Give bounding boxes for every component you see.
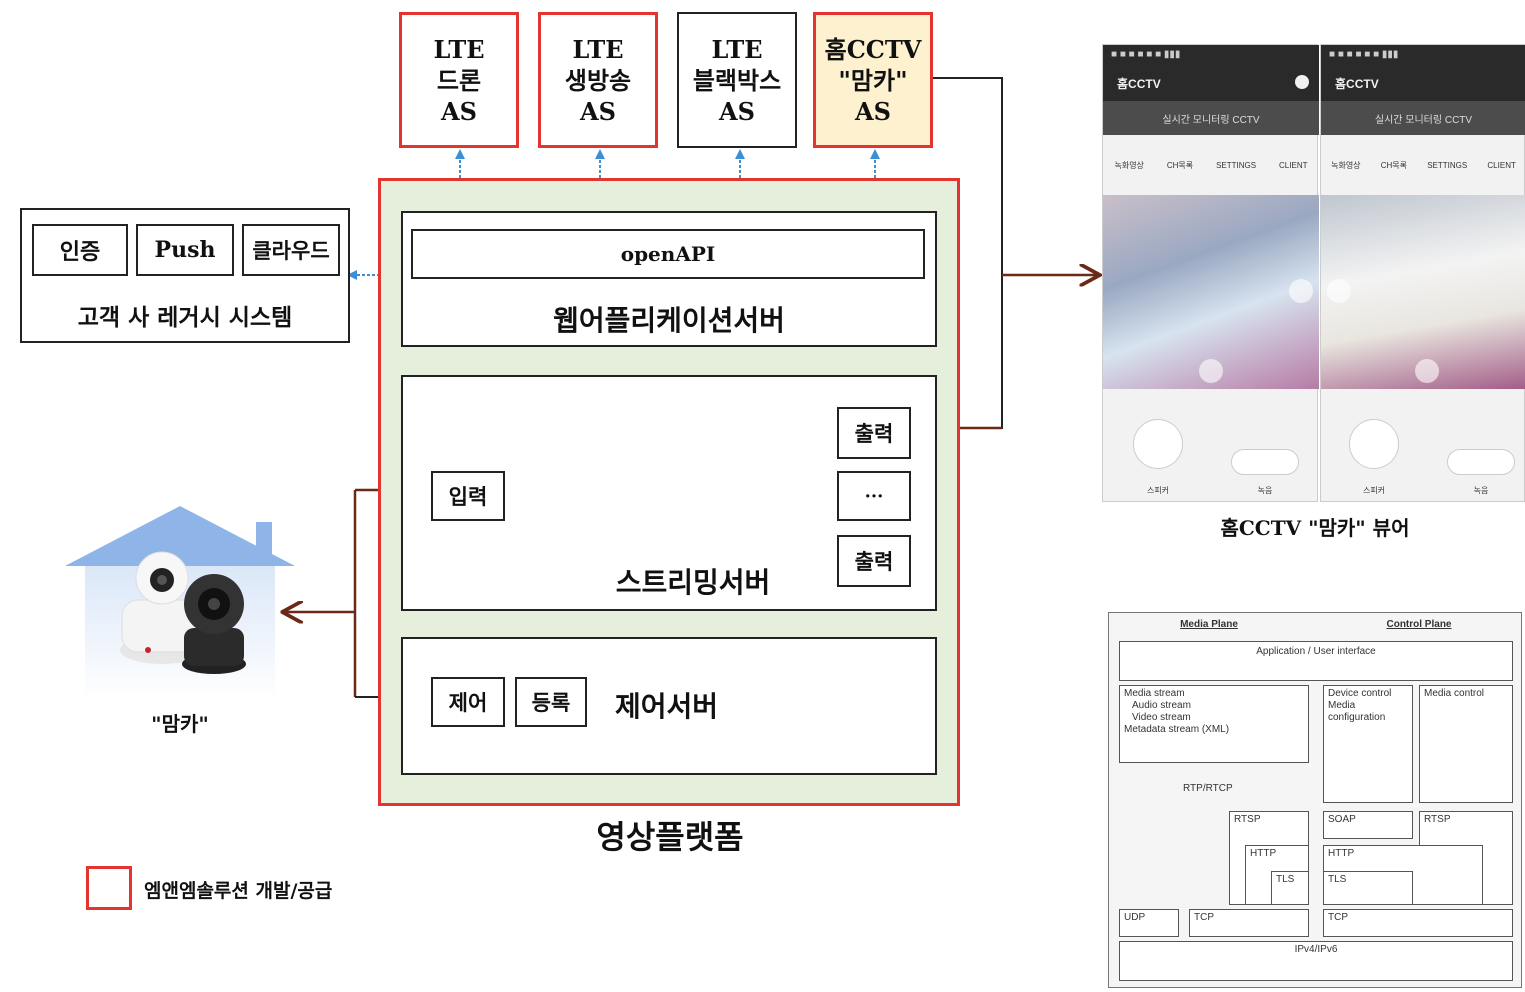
video-platform-title: 영상플랫폼 (596, 818, 744, 856)
next-arrow-icon[interactable] (1289, 279, 1313, 303)
toolbar-client[interactable]: CLIENT (1279, 160, 1308, 170)
viewer-caption: 홈CCTV "맘카" 뷰어 (1220, 516, 1410, 540)
viewer-phone-2: ■ ■ ■ ■ ■ ■ ▮▮▮ 홈CCTV 실시간 모니터링 CCTV 녹화영상… (1320, 44, 1525, 502)
camera-view-1 (1103, 195, 1319, 389)
lte-live-as-box: LTE 생방송 AS (538, 12, 658, 148)
speaker-button-1[interactable] (1133, 419, 1183, 469)
settings-icon[interactable] (1295, 75, 1309, 89)
house-camera-illustration (65, 506, 295, 700)
lte-drone-as-box: LTE 드론 AS (399, 12, 519, 148)
media-control-layer: Media control (1419, 685, 1513, 803)
media-stream-layer: Media stream Audio stream Video stream M… (1119, 685, 1309, 763)
tls-left-layer: TLS (1271, 871, 1309, 905)
record-button-1[interactable] (1231, 449, 1299, 475)
viewer-toolbar-1: 녹화영상 CH목록 SETTINGS CLIENT (1103, 137, 1319, 193)
legend-red-box (86, 866, 132, 910)
ip-layer: IPv4/IPv6 (1119, 941, 1513, 981)
viewer-subtitle-1: 실시간 모니터링 CCTV (1103, 101, 1319, 135)
camera-view-2 (1321, 195, 1525, 389)
web-app-server-label: 웹어플리케이션서버 (553, 304, 785, 337)
control-server-label: 제어서버 (615, 690, 719, 723)
speaker-label-1: 스피커 (1146, 486, 1170, 495)
viewer-subtitle-2: 실시간 모니터링 CCTV (1321, 101, 1525, 135)
app-name-1: 홈CCTV (1117, 77, 1161, 91)
protocol-stack-diagram: Media Plane Control Plane Application / … (1108, 612, 1522, 988)
cloud-box: 클라우드 (242, 224, 340, 276)
app-name-2: 홈CCTV (1335, 77, 1379, 91)
soap-layer: SOAP (1323, 811, 1413, 839)
push-box: Push (136, 224, 234, 276)
tcp-right-layer: TCP (1323, 909, 1513, 937)
legend-label: 엠앤엠솔루션 개발/공급 (144, 880, 333, 902)
speaker-button-2[interactable] (1349, 419, 1399, 469)
record-label-1: 녹음 (1257, 486, 1273, 495)
rtp-label: RTP/RTCP (1183, 783, 1233, 794)
video-platform-box: openAPI 웹어플리케이션서버 입력 출력 ··· 출력 스트리밍서버 제어… (378, 178, 960, 806)
chevron-down-icon-2[interactable] (1415, 359, 1439, 383)
openapi-box: openAPI (411, 229, 925, 279)
streaming-server-box: 입력 출력 ··· 출력 스트리밍서버 (401, 375, 937, 611)
lte-blackbox-as-box: LTE 블랙박스 AS (677, 12, 797, 148)
control-server-box: 제어 등록 제어서버 (401, 637, 937, 775)
viewer-toolbar-2: 녹화영상 CH목록 SETTINGS CLIENT (1331, 160, 1516, 170)
home-cctv-as-box: 홈CCTV "맘카" AS (813, 12, 933, 148)
record-button-2[interactable] (1447, 449, 1515, 475)
register-box: 등록 (515, 677, 587, 727)
legacy-system-box: 인증 Push 클라우드 고객 사 레거시 시스템 (20, 208, 350, 343)
control-box: 제어 (431, 677, 505, 727)
media-plane-label: Media Plane (1180, 619, 1238, 630)
toolbar-channels[interactable]: CH목록 (1166, 160, 1194, 170)
web-app-server-box: openAPI 웹어플리케이션서버 (401, 211, 937, 347)
tls-right-layer: TLS (1323, 871, 1413, 905)
prev-arrow-icon[interactable] (1327, 279, 1351, 303)
toolbar-settings[interactable]: SETTINGS (1216, 160, 1257, 170)
streaming-server-label: 스트리밍서버 (615, 566, 771, 599)
output-box-more: ··· (837, 471, 911, 521)
output-box-1: 출력 (837, 407, 911, 459)
app-ui-layer: Application / User interface (1119, 641, 1513, 681)
tcp-left-layer: TCP (1189, 909, 1309, 937)
chevron-down-icon[interactable] (1199, 359, 1223, 383)
udp-layer: UDP (1119, 909, 1179, 937)
camera-caption: "맘카" (151, 712, 209, 736)
legacy-system-title: 고객 사 레거시 시스템 (77, 304, 293, 331)
output-box-2: 출력 (837, 535, 911, 587)
device-control-layer: Device control Media configuration (1323, 685, 1413, 803)
control-plane-label: Control Plane (1386, 619, 1452, 630)
toolbar-recordings[interactable]: 녹화영상 (1114, 160, 1144, 170)
input-box: 입력 (431, 471, 505, 521)
auth-box: 인증 (32, 224, 128, 276)
viewer-phone-1: ■ ■ ■ ■ ■ ■ ▮▮▮ 홈CCTV 실시간 모니터링 CCTV 녹화영상… (1102, 44, 1319, 502)
